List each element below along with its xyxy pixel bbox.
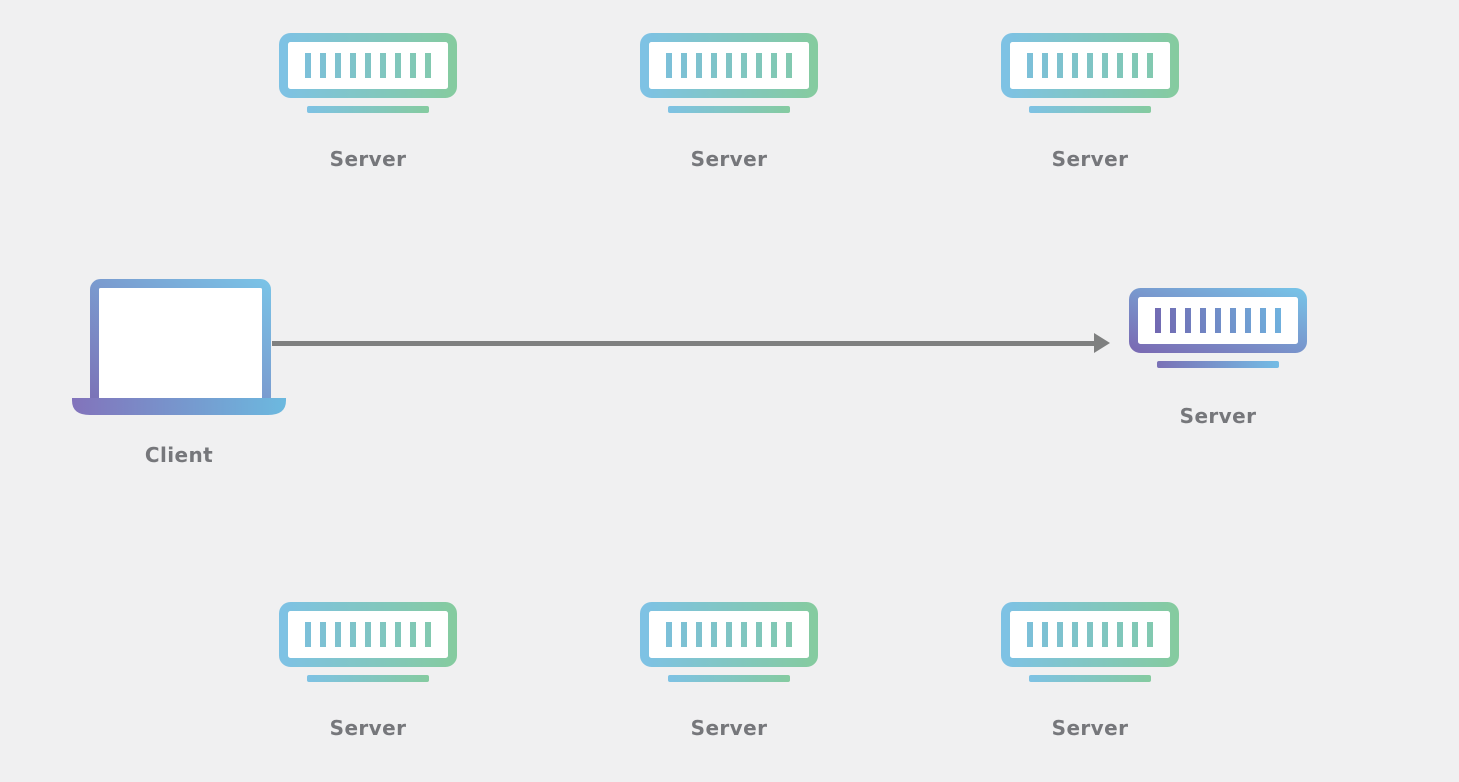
- client-to-server-arrow: [272, 341, 1094, 346]
- server-node-bottom-1: Server: [268, 602, 468, 739]
- server-node-active: Server: [1118, 288, 1318, 427]
- server-icon: [279, 33, 457, 113]
- arrow-head-icon: [1094, 333, 1110, 353]
- server-icon: [279, 602, 457, 682]
- server-label: Server: [1051, 716, 1129, 740]
- laptop-icon: [72, 279, 286, 415]
- server-icon: [1129, 288, 1307, 368]
- server-node-bottom-3: Server: [990, 602, 1190, 739]
- server-label: Server: [329, 716, 407, 740]
- server-node-top-2: Server: [629, 33, 829, 170]
- server-label: Server: [690, 716, 768, 740]
- server-node-top-1: Server: [268, 33, 468, 170]
- server-label: Server: [690, 147, 768, 171]
- server-node-top-3: Server: [990, 33, 1190, 170]
- client-node: Client: [72, 279, 286, 466]
- server-icon: [640, 602, 818, 682]
- server-icon: [640, 33, 818, 113]
- server-label: Server: [329, 147, 407, 171]
- server-icon: [1001, 33, 1179, 113]
- client-label: Client: [144, 443, 214, 467]
- server-label: Server: [1179, 404, 1257, 428]
- server-node-bottom-2: Server: [629, 602, 829, 739]
- server-label: Server: [1051, 147, 1129, 171]
- server-icon: [1001, 602, 1179, 682]
